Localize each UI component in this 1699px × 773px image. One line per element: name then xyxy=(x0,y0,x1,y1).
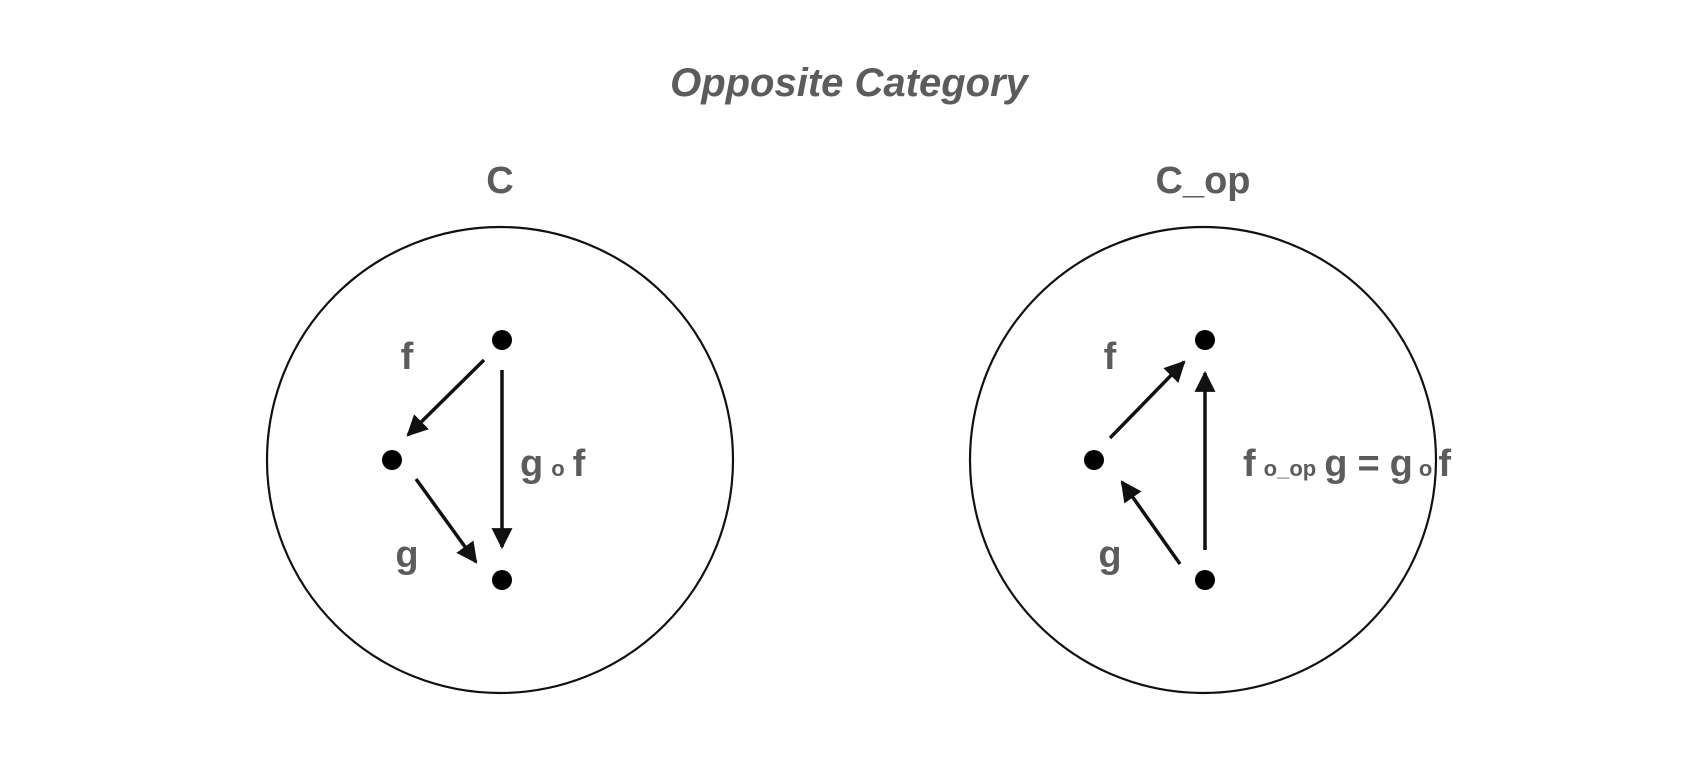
category-c-op-boundary xyxy=(968,225,1438,695)
op-morphism-g-label: g xyxy=(1098,534,1121,576)
op-object-c xyxy=(1195,570,1215,590)
composite-left: g xyxy=(520,443,543,485)
morphism-f-label: f xyxy=(401,336,414,378)
op-morphism-g-arrow xyxy=(1120,480,1182,566)
op-rhs-op: o xyxy=(1419,456,1432,481)
op-morphism-f-arrow xyxy=(1108,360,1186,440)
object-b xyxy=(382,450,402,470)
op-lhs-right: g xyxy=(1324,443,1347,485)
category-c-op-label: C_op xyxy=(1156,160,1251,202)
op-rhs-right: f xyxy=(1438,443,1451,485)
diagram-title: Opposite Category xyxy=(670,61,1030,105)
op-rhs-left: g xyxy=(1390,443,1413,485)
category-c-boundary xyxy=(265,225,735,695)
op-lhs-left: f xyxy=(1243,443,1256,485)
morphism-f-arrow xyxy=(406,358,486,437)
morphism-g-label: g xyxy=(395,534,418,576)
composite-op: o xyxy=(551,456,564,481)
op-object-a xyxy=(1195,330,1215,350)
object-a xyxy=(492,330,512,350)
category-c-label: C xyxy=(486,160,513,202)
morphism-g-arrow xyxy=(414,477,478,564)
op-lhs-op: o_op xyxy=(1264,456,1317,481)
composite-right: f xyxy=(573,443,586,485)
op-object-b xyxy=(1084,450,1104,470)
op-morphism-f-label: f xyxy=(1104,336,1117,378)
op-equals: = xyxy=(1357,443,1379,485)
object-c xyxy=(492,570,512,590)
